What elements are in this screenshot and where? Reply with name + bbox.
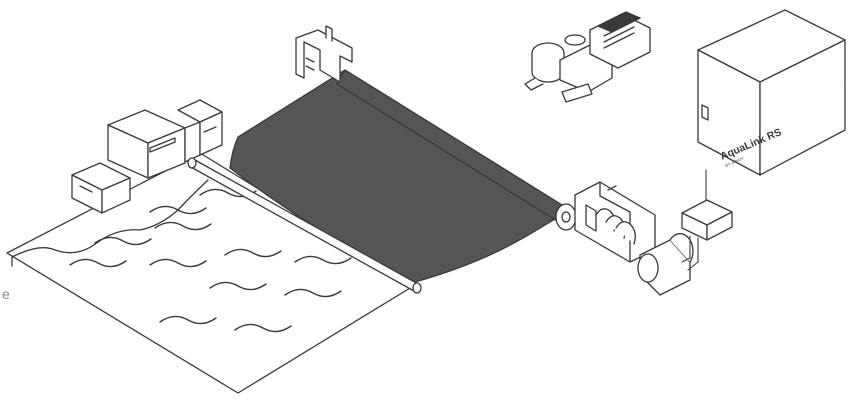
edge-text-fragment: e bbox=[2, 286, 10, 302]
drive-motor bbox=[574, 181, 694, 296]
mounting-bracket bbox=[295, 25, 353, 83]
wiring bbox=[681, 169, 707, 271]
water-waves bbox=[69, 188, 352, 333]
pool-pump bbox=[524, 11, 651, 103]
junction-box bbox=[681, 199, 733, 241]
leading-edge-roller bbox=[187, 157, 422, 294]
control-panel: AquaLink RS BY JANDY bbox=[697, 9, 846, 176]
equipment-boxes bbox=[71, 99, 223, 214]
